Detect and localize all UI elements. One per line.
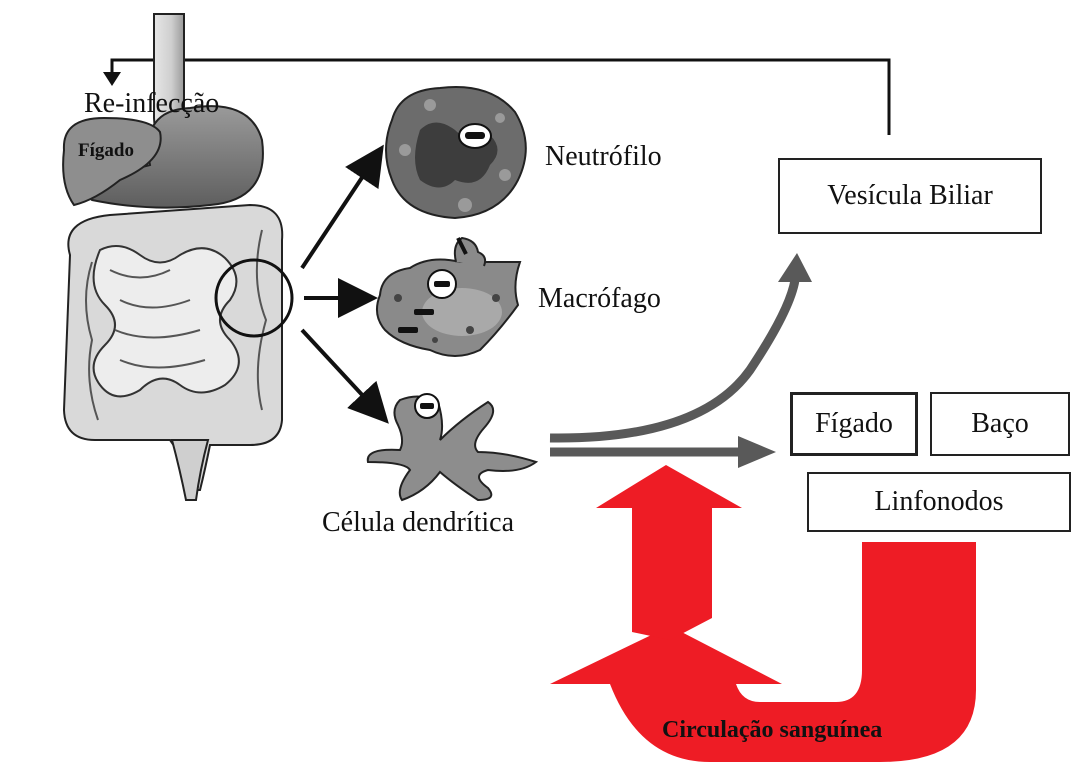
liver-box: Fígado: [790, 392, 918, 456]
liver-organ-label: Fígado: [78, 140, 134, 161]
circulation-label: Circulação sanguínea: [662, 717, 882, 743]
lymph-nodes-box: Linfonodos: [807, 472, 1071, 532]
macrophage-cell: [377, 238, 520, 356]
neutrophil-label: Neutrófilo: [545, 141, 662, 172]
dendritic-cell-label: Célula dendrítica: [322, 507, 515, 538]
gallbladder-box: Vesícula Biliar: [778, 158, 1042, 234]
spleen-box: Baço: [930, 392, 1070, 456]
reinfection-label: Re-infecção: [84, 88, 219, 119]
dendritic-cell: [368, 394, 536, 500]
digestive-tract-illustration: [63, 14, 282, 500]
macrophage-label: Macrófago: [538, 283, 661, 314]
neutrophil-cell: [386, 87, 526, 218]
cell-arrows: [302, 158, 378, 412]
